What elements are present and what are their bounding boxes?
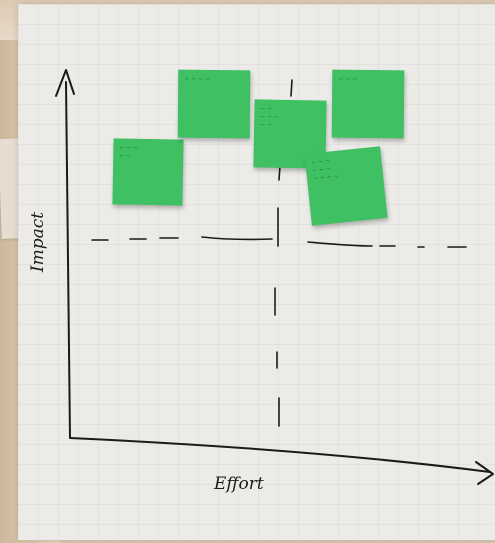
flipchart-paper (18, 4, 495, 540)
sticky-note: ~ ~ ~ ~ (177, 69, 251, 139)
x-axis-arrowhead (475, 461, 494, 485)
sticky-note: ~ ~ ~~ ~ (112, 138, 184, 206)
x-axis-line (69, 437, 491, 473)
vertical-dashed-divider (274, 79, 293, 427)
x-axis-label: Effort (214, 474, 264, 494)
y-axis-arrowhead (55, 69, 75, 97)
sticky-note: ~ ~ ~ (331, 69, 405, 139)
sticky-note: ~ ~ ~~ ~ ~~ ~ ~ ~ (304, 146, 388, 226)
horizontal-dashed-divider (91, 236, 467, 248)
y-axis-label: Impact (28, 211, 49, 273)
y-axis-line (65, 81, 71, 439)
